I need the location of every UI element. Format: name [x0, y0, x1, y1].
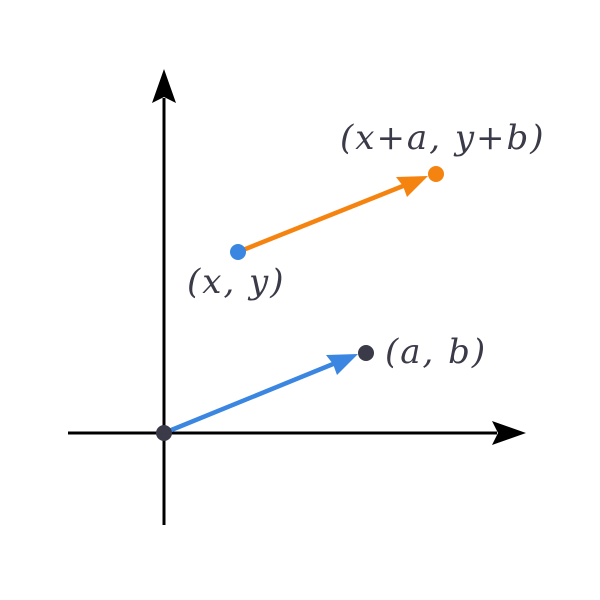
point-x-y [230, 244, 246, 260]
vector-translation [237, 176, 428, 255]
point-x-plus-a-y-plus-b [428, 166, 444, 182]
x-axis-arrowhead [492, 421, 526, 445]
axes [68, 69, 526, 525]
y-axis-arrowhead [152, 69, 176, 103]
label-start-point: (x, y) [187, 262, 286, 302]
label-vector-point: (a, b) [385, 332, 488, 372]
label-translated-point: (x+a, y+b) [340, 118, 546, 158]
vector-translation-arrowhead [396, 176, 428, 197]
point-a-b [358, 345, 374, 361]
origin-point [156, 425, 172, 441]
vector-a-b-arrowhead [326, 354, 358, 375]
vector-translation-shaft [237, 181, 409, 255]
vector-a-b-shaft [163, 359, 339, 436]
vector-a-b [163, 354, 358, 436]
